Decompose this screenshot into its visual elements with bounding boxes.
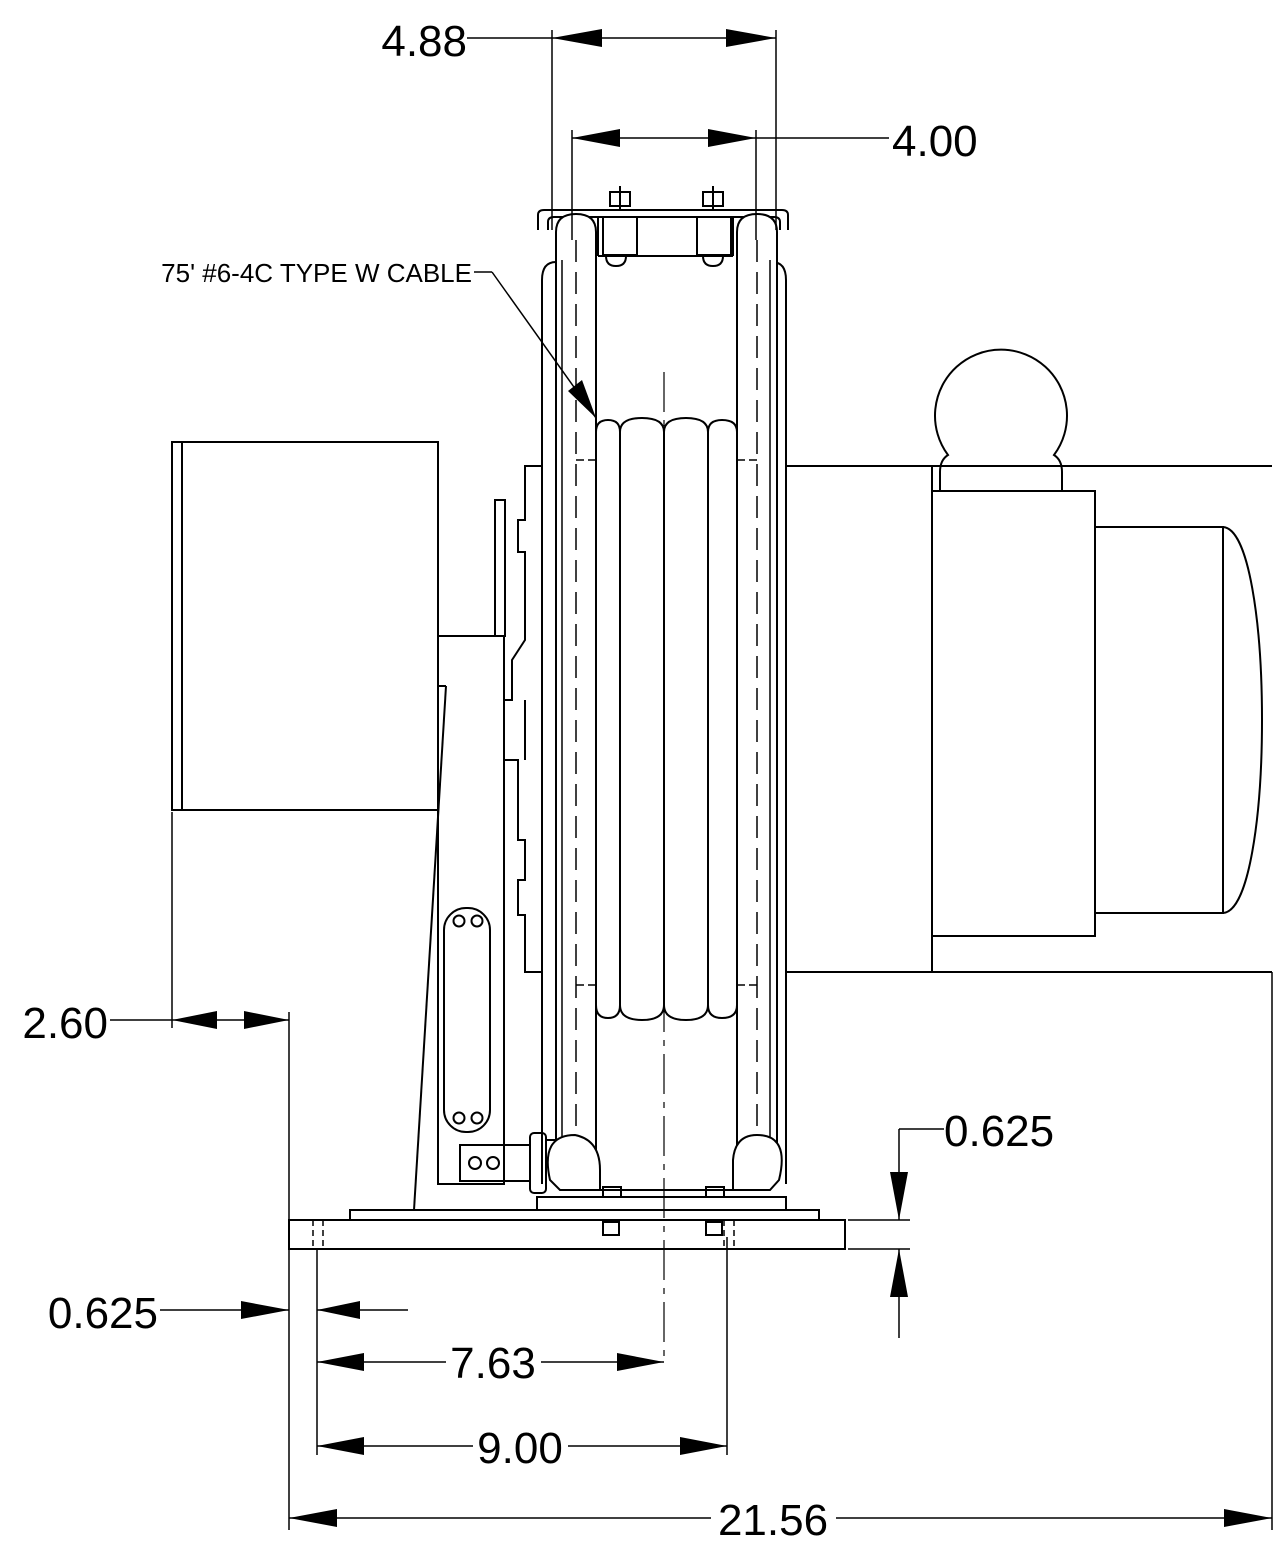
base-plate	[288, 1219, 846, 1250]
dim-label-0-625-margin: 0.625	[48, 1289, 158, 1338]
reel-frame	[537, 186, 789, 1191]
dimension-top-inner-width: 4.00	[571, 117, 978, 240]
cable-callout: 75' #6-4C TYPE W CABLE	[161, 258, 597, 419]
slip-ring-enclosure	[171, 441, 439, 811]
cable-note-label: 75' #6-4C TYPE W CABLE	[161, 258, 472, 288]
dimension-bolt-distance: 9.00	[317, 1237, 728, 1473]
dimension-base-thickness: 0.625	[848, 1107, 1054, 1338]
gearbox-housing	[931, 490, 1096, 937]
lock-pin-block	[459, 1144, 531, 1182]
dimension-left-offset: 2.60	[22, 812, 290, 1530]
left-enclosure	[171, 441, 556, 1211]
dimension-centerline-distance: 7.63	[317, 1339, 664, 1388]
mounting-bracket	[443, 907, 491, 1133]
dimension-top-outer-width: 4.88	[381, 17, 777, 230]
dim-label-4-00: 4.00	[892, 117, 978, 166]
dimension-base-left-margin: 0.625	[48, 1249, 408, 1455]
dim-label-21-56: 21.56	[718, 1496, 828, 1543]
dim-label-9-00: 9.00	[477, 1424, 563, 1473]
junction-box-dome	[934, 348, 1068, 491]
motor-assembly	[786, 348, 1272, 973]
motor-body	[1094, 526, 1224, 914]
cable-coils	[595, 416, 738, 1022]
dim-label-4-88: 4.88	[381, 17, 467, 66]
dimension-overall-length: 21.56	[289, 972, 1273, 1543]
dim-label-2-60: 2.60	[22, 999, 108, 1048]
dim-label-7-63: 7.63	[450, 1339, 536, 1388]
dim-label-0-625-thickness: 0.625	[944, 1107, 1054, 1156]
base-plates	[288, 1186, 846, 1250]
motor-end-cap	[1222, 526, 1263, 914]
